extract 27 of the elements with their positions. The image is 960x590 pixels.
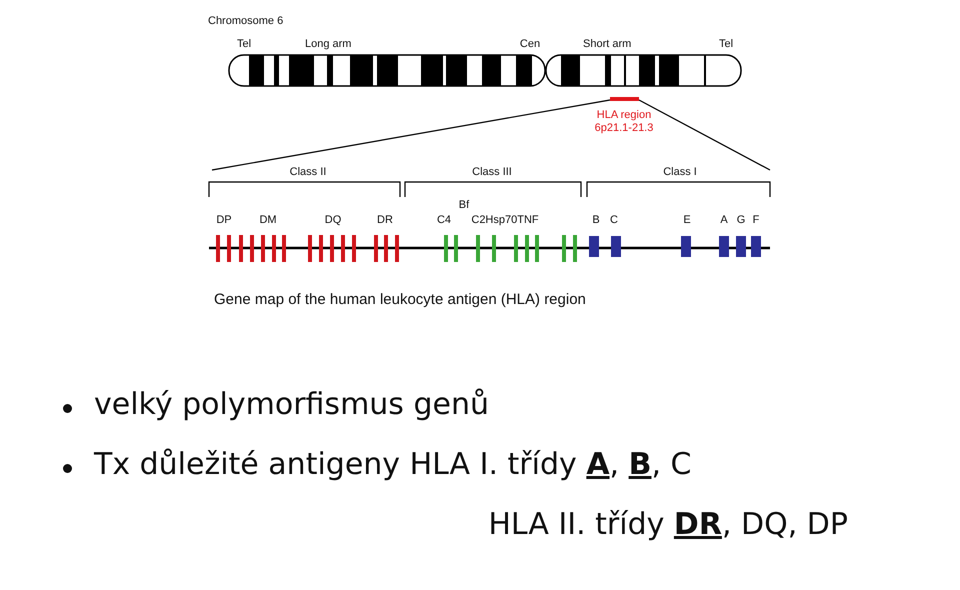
gene-label: DM (259, 214, 277, 227)
gene-label: E (683, 214, 691, 227)
gene-label: DR (377, 214, 393, 227)
centromere-label: Cen (520, 38, 540, 51)
bullet-text: Tx důležité antigeny HLA I. třídy A, B, C (94, 448, 692, 482)
chromosome-label: Chromosome 6 (208, 15, 284, 28)
caption: Gene map of the human leukocyte antigen (HLA) region (214, 291, 586, 308)
gene-label: C4 (436, 214, 452, 227)
text-line: HLA II. třídy DR, DQ, DP (488, 508, 848, 542)
gene-label: B (592, 214, 600, 227)
class-label: Class II (290, 166, 326, 179)
gene-label: C (610, 214, 618, 227)
gene-label: DQ (324, 214, 342, 227)
class-label: Class I (663, 166, 697, 179)
arm-label: Long arm (305, 38, 352, 51)
gene-label: DP (216, 214, 232, 227)
class-label: Class III (472, 166, 512, 179)
gene-label: F (752, 214, 760, 227)
gene-label: A (720, 214, 728, 227)
region-label: HLA region 6p21.1-21.3 (594, 109, 654, 134)
gene-label: C2Hsp70TNF (471, 214, 539, 227)
end-label: Tel (718, 38, 734, 51)
gene-label: G (736, 214, 746, 227)
bullet-text: velký polymorfismus genů (94, 388, 489, 422)
gene-label: Bf (458, 199, 470, 212)
arm-label: Short arm (583, 38, 632, 51)
end-label: Tel (236, 38, 252, 51)
